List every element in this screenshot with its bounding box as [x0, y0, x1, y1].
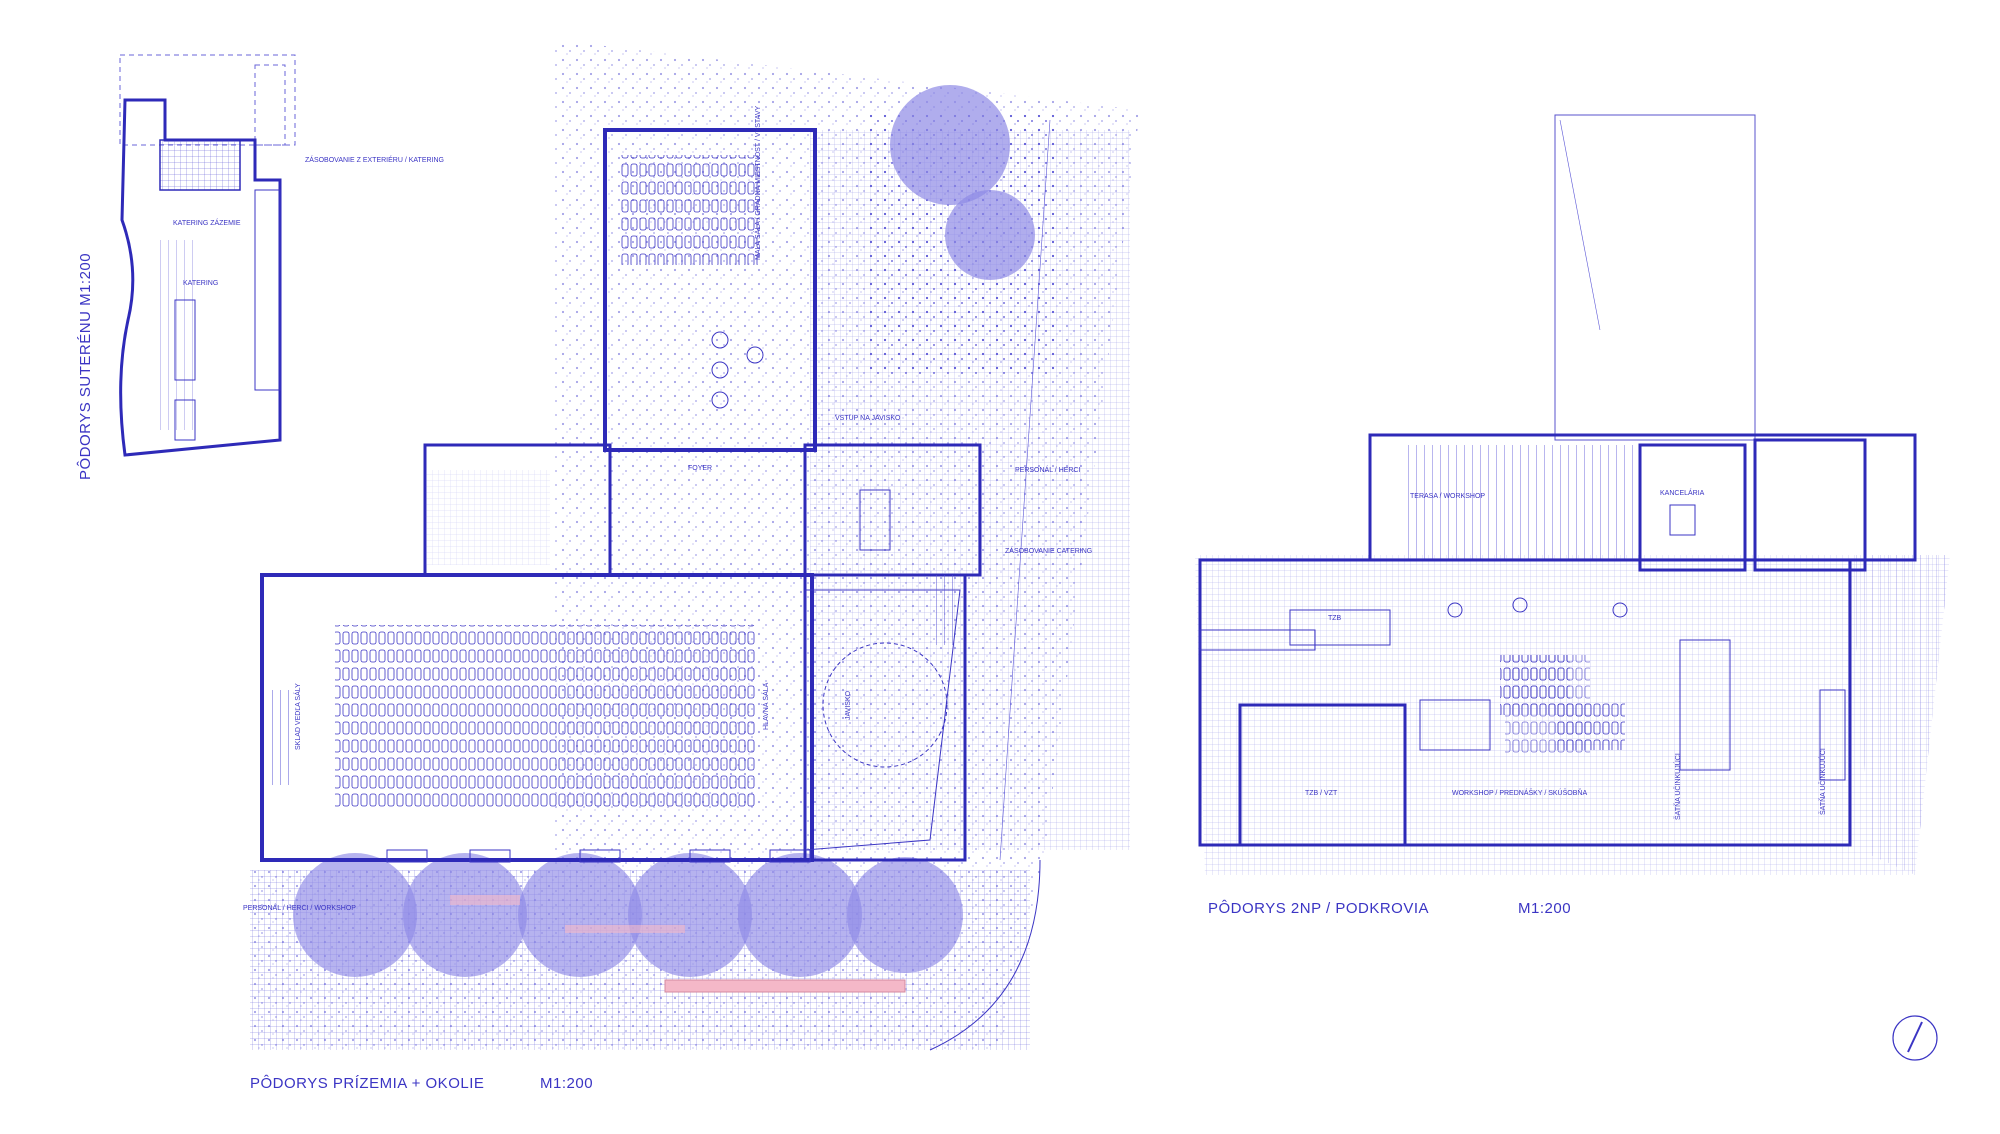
north-arrow-icon: [1892, 1015, 1938, 1061]
staff-entrance-label: PERSONÁL / HERCI: [1015, 465, 1081, 474]
tree-icon: [293, 853, 417, 977]
bench-highlight: [664, 979, 906, 993]
upper-floor-title: PÔDORYS 2NP / PODKROVIA: [1208, 900, 1429, 917]
tree-icon: [890, 85, 1010, 205]
terrace-label: TERASA / WORKSHOP: [1410, 493, 1485, 500]
workshop-label: WORKSHOP / PREDNÁŠKY / SKÚŠOBŇA: [1452, 788, 1587, 797]
entrance-stage-label: VSTUP NA JAVISKO: [835, 415, 901, 422]
tree-icon: [518, 853, 642, 977]
basement-catering-facility-label: KATERING ZÁZEMIE: [173, 218, 241, 227]
upper-floor-scale: M1:200: [1518, 900, 1571, 917]
dressing-room-1-label: ŠATŇA UČINKUJÚCI: [1673, 753, 1682, 820]
main-hall-label: HLAVNÁ SÁLA: [761, 682, 770, 730]
tree-icon: [738, 853, 862, 977]
staff-workshop-label: PERSONÁL / HERCI / WORKSHOP: [243, 903, 356, 912]
tree-icon: [945, 190, 1035, 280]
catering-supply-label: ZÁSOBOVANIE CATERING: [1005, 546, 1092, 555]
tzb-vzt-label: TZB / VZT: [1305, 790, 1338, 797]
dressing-room-2-label: ŠATŇA UČINKUJÚCI: [1818, 748, 1827, 815]
basement-title: PÔDORYS SUTERÉNU M1:200: [77, 253, 94, 480]
ground-floor-title: PÔDORYS PRÍZEMIA + OKOLIE: [250, 1075, 484, 1092]
ground-floor-plan: MALÁ SÁLA / GRADNÁ MIESTNOSŤ / VÝSTAVY F…: [243, 40, 1140, 1092]
upper-floor-plan: TERASA / WORKSHOP KANCELÁRIA TZB TZB / V…: [1195, 114, 1950, 917]
basement-catering-label: KATERING: [183, 280, 218, 287]
gallery-label: SKLAD VEDĽA SÁLY: [293, 683, 302, 750]
office-label: KANCELÁRIA: [1660, 488, 1705, 497]
tzb-label: TZB: [1328, 615, 1342, 622]
basement-supply-label: ZÁSOBOVANIE Z EXTERIÉRU / KATERING: [305, 155, 444, 164]
small-hall-label: MALÁ SÁLA / GRADNÁ MIESTNOSŤ / VÝSTAVY: [753, 106, 762, 260]
tree-icon: [403, 853, 527, 977]
tree-icon: [628, 853, 752, 977]
tree-icon: [847, 857, 963, 973]
basement-plan: KATERING ZÁZEMIE KATERING ZÁSOBOVANIE Z …: [77, 54, 444, 480]
stage-label: JAVISKO: [845, 690, 852, 720]
foyer-label: FOYER: [688, 465, 712, 472]
ground-floor-scale: M1:200: [540, 1075, 593, 1092]
